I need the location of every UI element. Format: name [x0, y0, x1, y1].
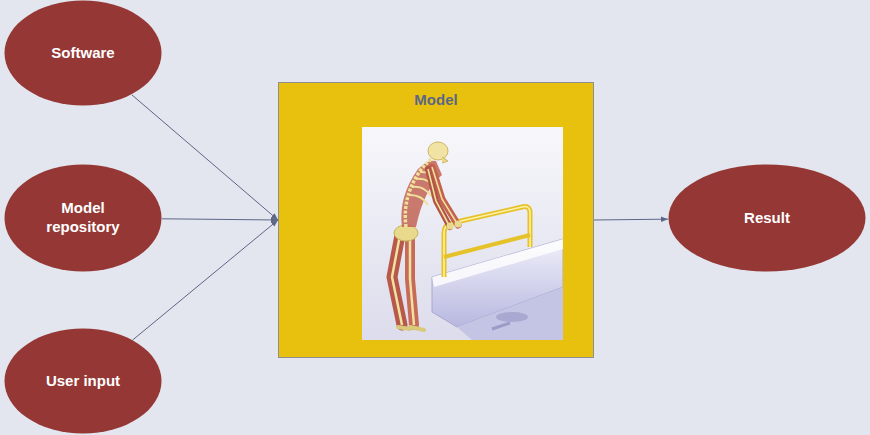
arrow-connector [162, 219, 278, 220]
arrow-connector [594, 219, 668, 221]
ellipse-fill [5, 165, 162, 272]
ellipse-fill [5, 1, 162, 106]
node-label: Model repository [33, 199, 133, 237]
node-label: Result [744, 209, 790, 228]
input-ellipse: Result [668, 164, 866, 272]
node-label: Software [51, 44, 114, 63]
input-ellipse: Model repository [4, 164, 162, 272]
node-label: User input [46, 372, 120, 391]
skeleton-illustration [362, 127, 563, 340]
ellipse-fill [669, 165, 866, 272]
input-ellipse: User input [4, 328, 162, 434]
model-box: Model [278, 82, 594, 358]
node-label: Model [279, 91, 593, 110]
input-ellipse: Software [4, 0, 162, 106]
ellipse-fill [5, 329, 162, 434]
